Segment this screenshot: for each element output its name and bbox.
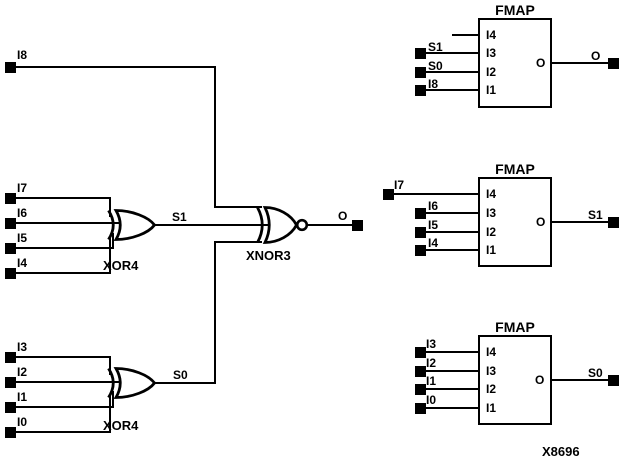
fmap0-pin-i2: I2 <box>486 65 497 79</box>
xnor3-inversion-bubble <box>295 218 309 232</box>
fmap0-pad-output <box>608 58 619 69</box>
fmap0-pin-i4: I4 <box>486 28 497 42</box>
fmap0-pin-i1: I1 <box>486 83 497 97</box>
net-label-i3: I3 <box>17 340 28 354</box>
net-label-s0: S0 <box>173 368 188 382</box>
fmap0-pad-s0 <box>415 67 426 78</box>
fmap0-box <box>478 18 552 108</box>
figure-id: X8696 <box>542 444 580 459</box>
fmap2-pin-o: O <box>535 373 545 387</box>
xor4-bottom-gate-body <box>113 367 157 399</box>
wire-i5 <box>16 233 114 249</box>
fmap2-net-i0: I0 <box>426 393 437 407</box>
fmap0-net-s0: S0 <box>428 59 443 73</box>
fmap2-net-i3: I3 <box>426 337 437 351</box>
gate-caption-xor4-top: XOR4 <box>103 258 139 273</box>
pad-i6 <box>5 218 16 229</box>
pad-i2 <box>5 377 16 388</box>
xor4-top-gate-body <box>113 209 157 241</box>
fmap0-net-i8: I8 <box>428 77 439 91</box>
net-label-i5: I5 <box>17 231 28 245</box>
gate-caption-xnor3: XNOR3 <box>246 248 291 263</box>
wire-i4 <box>16 238 111 274</box>
pad-i8-top <box>5 62 16 73</box>
fmap1-net-s1: S1 <box>588 208 603 222</box>
fmap1-pad-i4 <box>415 245 426 256</box>
fmap1-title: FMAP <box>495 161 535 177</box>
pad-xnor3-output <box>352 220 363 231</box>
net-label-i0: I0 <box>17 415 28 429</box>
fmap2-net-s0: S0 <box>588 366 603 380</box>
fmap2-net-i2: I2 <box>426 356 437 370</box>
wire-i8-to-xnor3 <box>16 66 262 208</box>
net-label-i8-top: I8 <box>17 48 28 62</box>
fmap0-net-s1: S1 <box>428 40 443 54</box>
xor4-top-gate-back-arc <box>107 209 115 241</box>
fmap1-box <box>478 177 552 267</box>
fmap2-net-i1: I1 <box>426 374 437 388</box>
fmap1-pad-i5 <box>415 227 426 238</box>
net-label-i2: I2 <box>17 365 28 379</box>
gate-caption-xor4-bottom: XOR4 <box>103 418 139 433</box>
wire-i3 <box>16 356 111 375</box>
fmap1-net-i5: I5 <box>428 218 439 232</box>
fmap2-pin-i2: I2 <box>486 382 497 396</box>
fmap2-title: FMAP <box>495 319 535 335</box>
net-label-i1: I1 <box>17 390 28 404</box>
fmap1-pin-i3: I3 <box>486 206 497 220</box>
fmap1-pin-i2: I2 <box>486 225 497 239</box>
fmap1-net-i7: I7 <box>394 178 405 192</box>
fmap2-pad-output <box>608 375 619 386</box>
wire-i7 <box>16 197 111 217</box>
fmap1-pin-i1: I1 <box>486 243 497 257</box>
fmap1-pin-i4: I4 <box>486 187 497 201</box>
net-label-s1: S1 <box>172 210 187 224</box>
net-label-i7: I7 <box>17 181 28 195</box>
net-label-i6: I6 <box>17 206 28 220</box>
fmap0-pad-i8 <box>415 85 426 96</box>
net-label-i4: I4 <box>17 256 28 270</box>
pad-i0 <box>5 427 16 438</box>
wire-i1 <box>16 391 114 408</box>
fmap2-pin-i1: I1 <box>486 401 497 415</box>
fmap0-pin-o: O <box>536 56 546 70</box>
wire-i0 <box>16 396 111 433</box>
fmap2-pad-i1 <box>415 384 426 395</box>
wire-s0-net-to-xnor3 <box>153 241 262 384</box>
pad-i7 <box>5 193 16 204</box>
fmap2-pad-i2 <box>415 366 426 377</box>
net-label-o: O <box>338 209 348 223</box>
fmap0-title: FMAP <box>495 2 535 18</box>
fmap2-pin-i4: I4 <box>486 345 497 359</box>
xnor3-gate-back-arc <box>256 206 264 244</box>
fmap2-box <box>478 335 552 425</box>
fmap2-pad-i0 <box>415 403 426 414</box>
xnor3-gate-body <box>262 206 299 244</box>
fmap1-net-i6: I6 <box>428 199 439 213</box>
fmap0-pin-i3: I3 <box>486 46 497 60</box>
fmap1-pin-o: O <box>536 215 546 229</box>
fmap1-pad-i6 <box>415 208 426 219</box>
fmap2-pad-i3 <box>415 347 426 358</box>
pad-i5 <box>5 243 16 254</box>
pad-i1 <box>5 402 16 413</box>
fmap1-pad-i7 <box>383 189 394 200</box>
fmap0-net-o: O <box>591 49 601 63</box>
pad-i3 <box>5 352 16 363</box>
pad-i4 <box>5 268 16 279</box>
fmap0-pad-s1 <box>415 48 426 59</box>
fmap1-pad-output <box>608 217 619 228</box>
xor4-bottom-gate-back-arc <box>107 367 115 399</box>
fmap1-net-i4: I4 <box>428 236 439 250</box>
fmap2-pin-i3: I3 <box>486 364 497 378</box>
